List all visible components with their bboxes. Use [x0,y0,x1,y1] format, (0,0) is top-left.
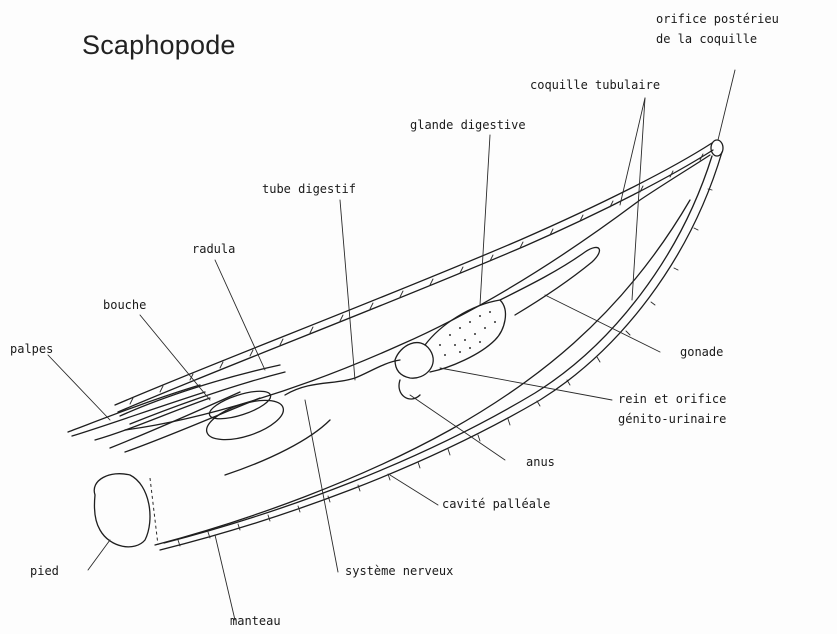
shell-upper-hatch [130,154,703,404]
palpes-5 [125,398,260,452]
label-bouche: bouche [103,298,146,313]
label-rein-1: rein et orifice [618,392,726,407]
buccal-mass [202,392,288,447]
leader-rein [440,368,612,400]
label-tube-digestif: tube digestif [262,182,356,197]
leader-bouche [140,315,210,400]
posterior-orifice [711,140,723,156]
leader-gonade [545,295,660,352]
label-manteau: manteau [230,614,281,629]
label-orifice-posterieur-1: orifice postérieu [656,12,779,27]
label-glande-digestive: glande digestive [410,118,526,133]
foot-outline [94,474,150,547]
stomach-loop [395,343,433,379]
gonad [500,247,599,315]
leader-pied [88,540,110,570]
digestive-tube [285,360,400,395]
label-pied: pied [30,564,59,579]
shell-upper-edge [115,143,712,405]
foot-boundary [150,478,158,545]
digestive-gland-stipple [439,311,496,356]
label-anus: anus [526,455,555,470]
label-cavite-palleale: cavité palléale [442,497,550,512]
leader-tube [340,200,355,380]
leader-glande [480,135,490,305]
leader-manteau [215,535,235,620]
label-palpes: palpes [10,342,53,357]
label-systeme-nerveux: système nerveux [345,564,453,579]
leader-cavite [390,475,438,505]
palpes-6 [120,365,280,416]
palpes-3 [95,398,210,440]
label-coquille-tubulaire: coquille tubulaire [530,78,660,93]
label-orifice-posterieur-2: de la coquille [656,32,757,47]
shell-lower-edge-inner [164,156,712,543]
leader-palpes [48,355,110,420]
label-rein-2: génito-urinaire [618,412,726,427]
label-gonade: gonade [680,345,723,360]
digestive-gland [425,300,505,372]
label-radula: radula [192,242,235,257]
leader-orifice [718,70,735,140]
anus-loop [399,380,420,399]
